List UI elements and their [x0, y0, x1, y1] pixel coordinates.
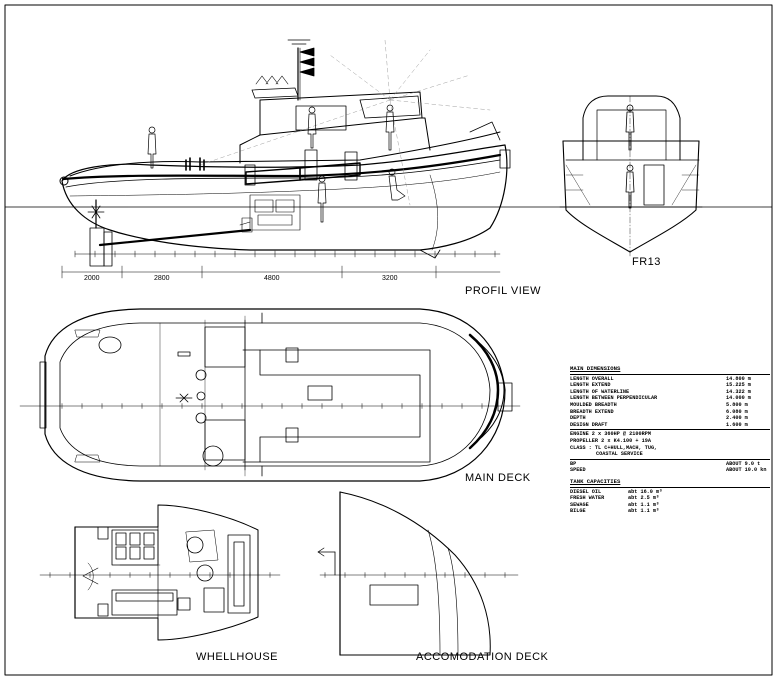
wheelhouse-title: WHELLHOUSE: [196, 651, 279, 663]
spacing-dimension: [61, 265, 501, 279]
frame-ticks: [74, 250, 496, 258]
main-deck-title: MAIN DECK: [465, 472, 531, 484]
engine-block: [239, 194, 301, 233]
profile-view: [4, 39, 773, 279]
accomodation-outline: [339, 491, 491, 656]
main-dimensions-title: MAIN DIMENSIONS: [570, 365, 621, 372]
class-line-2: COASTAL SERVICE: [596, 451, 643, 458]
section-view: [559, 95, 703, 259]
wheelhouse-view: [39, 504, 281, 641]
section-view-title: FR13: [632, 256, 661, 268]
rudder: [89, 227, 105, 267]
spacing-label: 2000: [84, 275, 100, 282]
accomodation-deck-title: ACCOMODATION DECK: [416, 651, 549, 663]
spacing-label: 4800: [264, 275, 280, 282]
main-deck-view: [19, 308, 521, 482]
prop-shaft: [98, 228, 252, 247]
crew-figures: [147, 104, 406, 223]
main-deck-outline: [44, 308, 506, 482]
engine-line: ENGINE 2 x 360HP @ 2100RPM: [570, 431, 651, 438]
accomodation-deck-view: [317, 491, 519, 656]
sheet-border: [4, 4, 773, 676]
mast: [251, 39, 315, 101]
class-line: CLASS : TL C+HULL,MACH, TUG,: [570, 444, 658, 451]
spacing-label: 2800: [154, 275, 170, 282]
propeller-line: PROPELLER 2 x K4.100 + 19A: [570, 437, 651, 444]
profile-view-title: PROFIL VIEW: [465, 285, 541, 297]
tank-capacities-title: TANK CAPACITIES: [570, 477, 621, 485]
spacing-label: 3200: [382, 275, 398, 282]
deckhouse: [239, 117, 431, 164]
wheelhouse-outline: [74, 504, 259, 641]
profile-hull: [61, 144, 508, 251]
